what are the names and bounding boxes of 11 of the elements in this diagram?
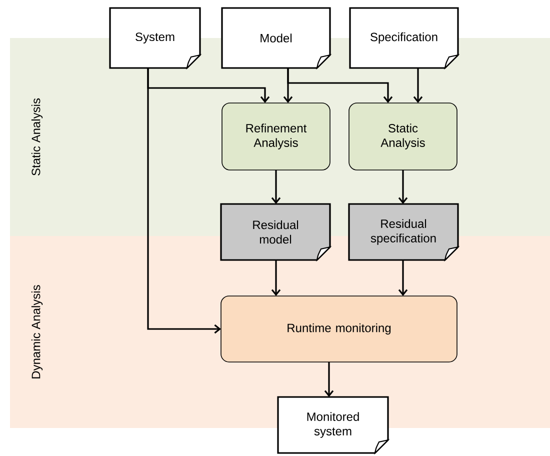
process-box: Refinement Analysis [222, 102, 330, 170]
arrow [271, 170, 281, 204]
arrow [271, 260, 281, 296]
process-box: Static Analysis [348, 102, 458, 170]
arrow [147, 68, 221, 334]
arrow [324, 362, 334, 397]
arrow [413, 68, 423, 103]
process-box: Runtime monitoring [220, 296, 458, 362]
arrow [398, 170, 408, 204]
arrow [398, 260, 408, 296]
arrow [287, 68, 393, 103]
